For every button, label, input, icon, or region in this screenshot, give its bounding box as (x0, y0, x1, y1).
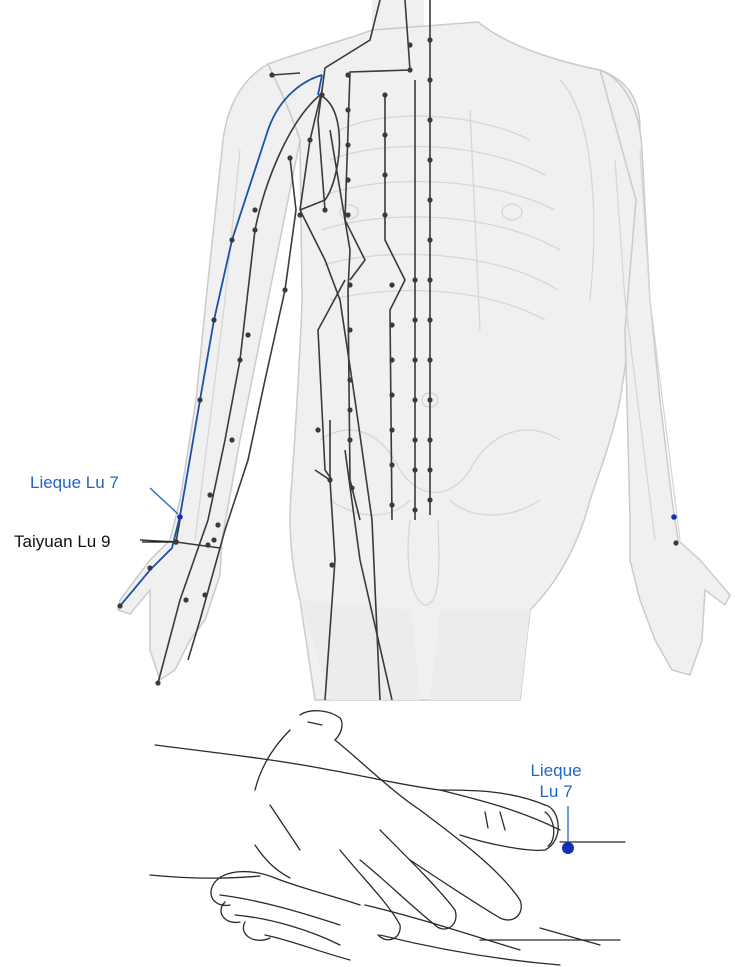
taiyuan-lu9-label: Taiyuan Lu 9 (14, 532, 110, 551)
hands-illustration (150, 711, 625, 965)
lieque-hand-label-line2: Lu 7 (539, 782, 572, 801)
lieque-lu7-hand-point (562, 842, 574, 854)
lieque-hand-label-line1: Lieque (530, 761, 581, 780)
lieque-lu7-leader (150, 488, 178, 514)
lieque-lu7-label: Lieque Lu 7 (30, 473, 119, 492)
taiyuan-lu9-point (173, 539, 179, 545)
lieque-lu7-point (177, 514, 183, 520)
body-silhouette (118, 0, 730, 700)
lieque-lu7-point-opposite (671, 514, 677, 520)
